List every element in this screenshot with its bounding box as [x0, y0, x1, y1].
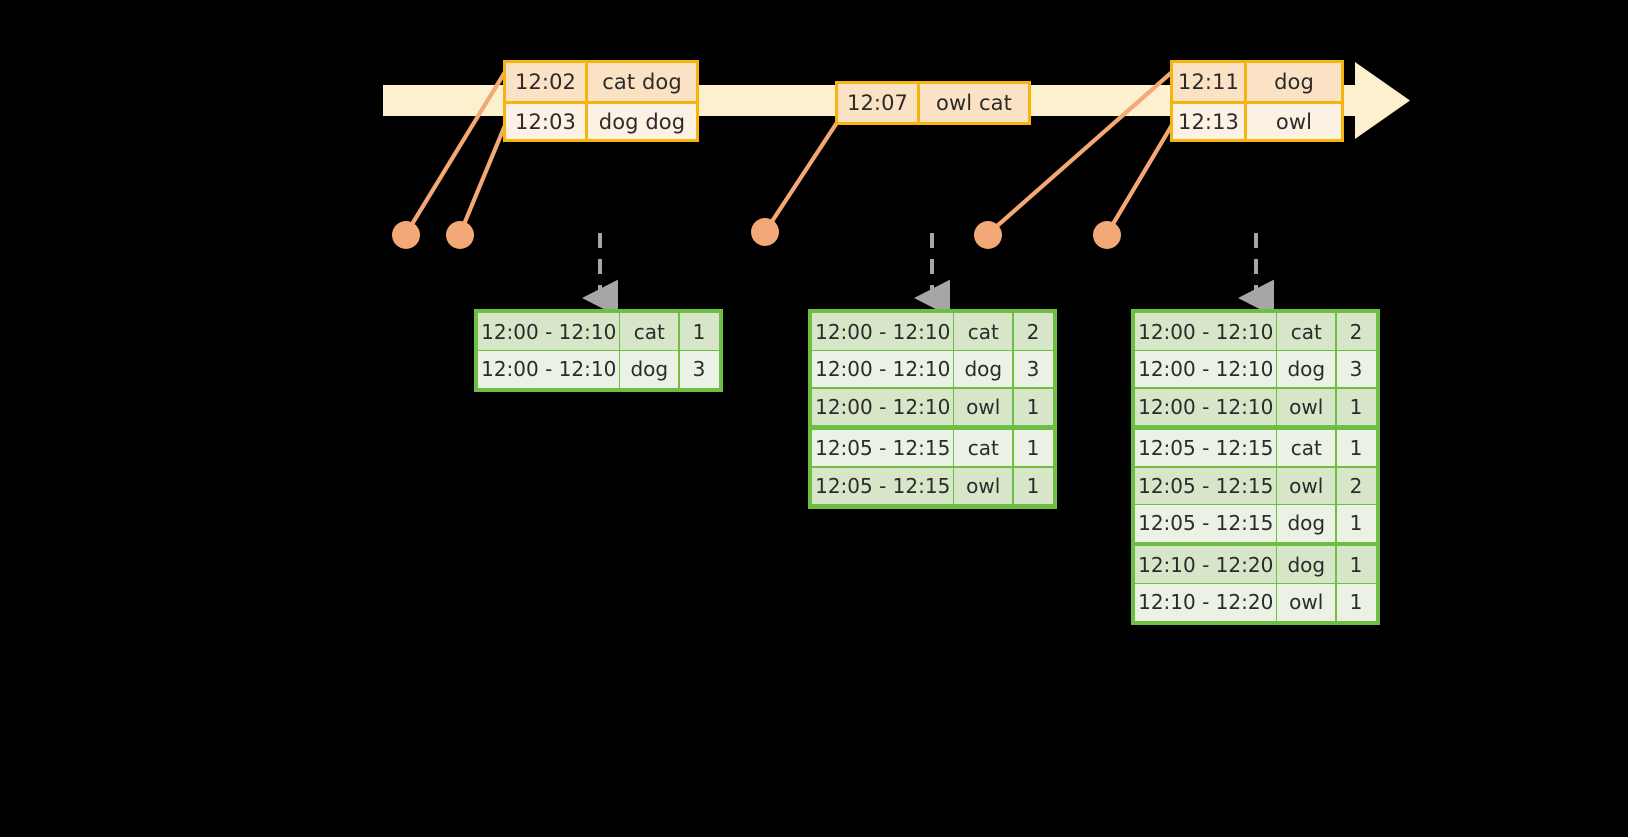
cell-count: 1 — [1335, 545, 1377, 585]
event-row: 12:11 dog — [1173, 63, 1341, 101]
event-row: 12:07 owl cat — [838, 84, 1028, 122]
cell-count: 3 — [678, 349, 720, 389]
cell-window: 12:00 - 12:10 — [811, 349, 955, 389]
cell-key: cat — [952, 312, 1014, 352]
cell-count: 1 — [1335, 582, 1377, 622]
cell-count: 1 — [678, 312, 720, 352]
cell-window: 12:00 - 12:10 — [811, 312, 955, 352]
cell-count: 3 — [1012, 349, 1054, 389]
cell-key: dog — [952, 349, 1014, 389]
connector-line-3 — [762, 115, 843, 235]
cell-window: 12:00 - 12:10 — [477, 349, 621, 389]
dot-3 — [751, 218, 779, 246]
event-dots — [392, 218, 1121, 249]
event-row: 12:02 cat dog — [506, 63, 696, 101]
cell-count: 1 — [1012, 428, 1054, 468]
cell-window: 12:00 - 12:10 — [1134, 387, 1278, 427]
event-time: 12:13 — [1173, 104, 1247, 139]
cell-key: dog — [1275, 545, 1337, 585]
event-time: 12:11 — [1173, 63, 1247, 101]
cell-window: 12:05 - 12:15 — [1134, 466, 1278, 506]
cell-count: 1 — [1335, 387, 1377, 427]
cell-window: 12:05 - 12:15 — [1134, 503, 1278, 543]
cell-key: owl — [1275, 387, 1337, 427]
cell-count: 1 — [1012, 387, 1054, 427]
event-payload: dog — [1274, 70, 1314, 94]
cell-key: cat — [952, 428, 1014, 468]
event-box-2[interactable]: 12:07 owl cat — [835, 81, 1031, 125]
cell-key: cat — [1275, 312, 1337, 352]
cell-window: 12:05 - 12:15 — [811, 466, 955, 506]
cell-key: owl — [1275, 582, 1337, 622]
cell-window: 12:00 - 12:10 — [477, 312, 621, 352]
event-box-3[interactable]: 12:11 dog 12:13 owl — [1170, 60, 1344, 142]
dot-5 — [1093, 221, 1121, 249]
connector-line-1 — [403, 69, 508, 237]
event-row: 12:03 dog dog — [506, 101, 696, 139]
cell-window: 12:00 - 12:10 — [1134, 312, 1278, 352]
dot-1 — [392, 221, 420, 249]
cell-key: dog — [1275, 503, 1337, 543]
cell-key: owl — [952, 387, 1014, 427]
cell-window: 12:10 - 12:20 — [1134, 582, 1278, 622]
event-time: 12:02 — [506, 63, 588, 101]
cell-key: cat — [1275, 428, 1337, 468]
cell-count: 2 — [1335, 312, 1377, 352]
cell-window: 12:00 - 12:10 — [1134, 349, 1278, 389]
cell-count: 1 — [1335, 503, 1377, 543]
dot-2 — [446, 221, 474, 249]
cell-window: 12:10 - 12:20 — [1134, 545, 1278, 585]
cell-key: owl — [1275, 466, 1337, 506]
event-payload: cat dog — [602, 70, 682, 94]
cell-count: 1 — [1335, 428, 1377, 468]
event-box-1[interactable]: 12:02 cat dog 12:03 dog dog — [503, 60, 699, 142]
cell-count: 1 — [1012, 466, 1054, 506]
cell-window: 12:05 - 12:15 — [811, 428, 955, 468]
event-time: 12:07 — [838, 84, 920, 122]
cell-key: dog — [618, 349, 680, 389]
cell-count: 2 — [1335, 466, 1377, 506]
cell-count: 3 — [1335, 349, 1377, 389]
connector-line-5 — [1104, 117, 1178, 237]
event-payload: owl cat — [936, 91, 1012, 115]
cell-window: 12:05 - 12:15 — [1134, 428, 1278, 468]
event-time: 12:03 — [506, 104, 588, 139]
dot-4 — [974, 221, 1002, 249]
dashed-arrows — [582, 233, 1274, 317]
cell-key: dog — [1275, 349, 1337, 389]
event-payload: owl — [1275, 109, 1313, 134]
cell-count: 2 — [1012, 312, 1054, 352]
cell-window: 12:00 - 12:10 — [811, 387, 955, 427]
cell-key: owl — [952, 466, 1014, 506]
event-row: 12:13 owl — [1173, 101, 1341, 139]
connector-line-2 — [457, 115, 511, 237]
event-payload: dog dog — [598, 109, 686, 134]
cell-key: cat — [618, 312, 680, 352]
